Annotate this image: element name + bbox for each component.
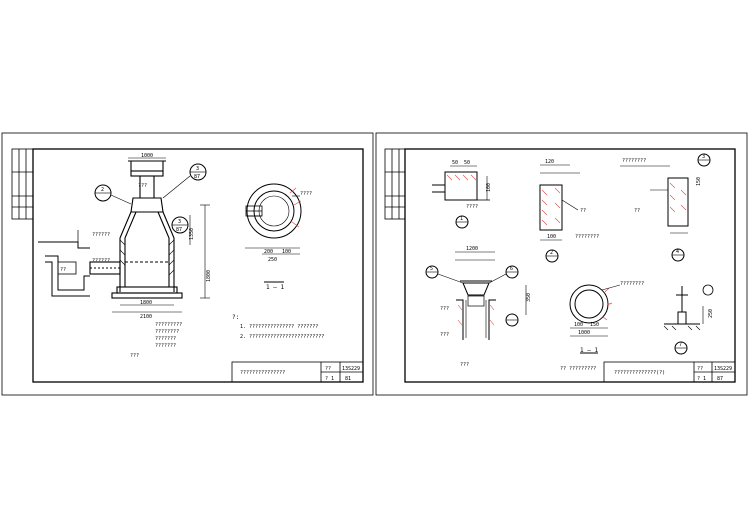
tag-label: ???????? <box>622 158 646 164</box>
title-block-cell: 81 <box>345 376 351 382</box>
inlet-trench <box>38 230 90 297</box>
detail-3 <box>620 153 711 262</box>
tag-label: ???? <box>300 191 312 197</box>
manhole-elevation-small <box>425 251 527 340</box>
title-block-title: ??????????????(?) <box>614 370 665 376</box>
callout-number: 2 <box>550 250 553 256</box>
sheet-right-frame <box>404 148 736 383</box>
dim-label: 100 <box>547 234 556 240</box>
callout-number: 7 <box>679 342 682 348</box>
tag-label: ??????? <box>155 336 176 342</box>
plan-label: ??? <box>130 353 139 359</box>
callout-number: 2 <box>101 187 104 193</box>
title-block-right <box>603 361 736 383</box>
callout-number: 6 <box>510 266 513 272</box>
tag-label: ???? <box>466 204 478 210</box>
section-1-1-left <box>245 183 302 283</box>
right-note: ?? ????????? <box>560 366 596 372</box>
dim-label: 100 <box>574 322 583 328</box>
dim-mid-width: 1350 <box>189 228 195 240</box>
notes-title: ?: <box>232 314 239 321</box>
tag-label: ???????? <box>575 234 599 240</box>
callout-number: 5 <box>430 266 433 272</box>
callout-bubbles-left <box>94 163 207 234</box>
callout-sub: 87 <box>176 227 182 233</box>
callout-sub: 87 <box>194 174 200 180</box>
note-line: 2. ????????????????????????? <box>240 334 324 340</box>
dim-label: 250 <box>708 309 714 318</box>
section-dim: 200 <box>264 249 273 255</box>
title-block-cell: ?? <box>325 366 331 372</box>
sheet-right-outer <box>375 132 748 396</box>
dimension-lines-left <box>112 157 210 313</box>
tag-label: ???????? <box>155 329 179 335</box>
tag-label: ????????? <box>155 322 182 328</box>
callout-number: 1 <box>460 216 463 222</box>
tag-label: ??? <box>440 332 449 338</box>
tag-label: ??? <box>138 183 147 189</box>
dim-right-height: 1800 <box>206 270 212 282</box>
detail-anchor <box>663 284 714 355</box>
tag-label: ???????? <box>620 281 644 287</box>
detail-1 <box>432 165 490 229</box>
sheet-left-outer <box>1 132 374 396</box>
dim-label: 1200 <box>466 246 478 252</box>
sheet-right: 50 50 100 120 100 150 1200 350 100 150 1… <box>375 132 748 396</box>
note-line: 1. ??????????????? ??????? <box>240 324 318 330</box>
tag-label: ??? <box>440 306 449 312</box>
title-block-cell: ?? <box>697 366 703 372</box>
dim-label: 1000 <box>578 330 590 336</box>
callout-bubble <box>702 284 714 296</box>
section-label: 1 — 1 <box>580 347 598 354</box>
dim-top-width: 1000 <box>141 153 153 159</box>
tag-label: ??????? <box>155 343 176 349</box>
section-dim: 250 <box>268 257 277 263</box>
tag-label: ?????? <box>92 258 110 264</box>
section-1-1-right <box>569 284 621 354</box>
title-block-cell: ? 1 <box>325 376 334 382</box>
detail-2 <box>539 164 580 263</box>
sheet-right-binding-strip <box>384 148 406 220</box>
dim-label: 150 <box>590 322 599 328</box>
dim-overall-width: 2100 <box>140 314 152 320</box>
title-block-cell: 87 <box>717 376 723 382</box>
callout-number: 3 <box>196 166 199 172</box>
dim-bottom-width: 1800 <box>140 300 152 306</box>
tag-label: ?? <box>634 208 640 214</box>
callout-number: 3 <box>178 219 181 225</box>
manhole-elevation <box>89 160 183 299</box>
sheet-left-binding-strip <box>11 148 34 220</box>
dim-label: 150 <box>696 177 702 186</box>
callout-number: 3 <box>702 154 705 160</box>
tag-label: ?????? <box>92 232 110 238</box>
dim-label: 120 <box>545 159 554 165</box>
dim-label: 100 <box>486 183 492 192</box>
plan-label: ??? <box>460 362 469 368</box>
title-block-code: 13S229 <box>714 366 732 372</box>
title-block-cell: ? 1 <box>697 376 706 382</box>
title-block-left <box>231 361 364 383</box>
sheet-left: 1000 1800 2100 1800 1350 2 3 87 3 87 ???… <box>1 132 374 396</box>
section-dim: 100 <box>282 249 291 255</box>
dim-label: 350 <box>526 293 532 302</box>
callout-number: 4 <box>676 249 679 255</box>
title-block-title: ??????????????? <box>240 370 285 376</box>
tag-label: ?? <box>580 208 586 214</box>
sheet-left-frame <box>32 148 364 383</box>
tag-label: ?? <box>60 267 66 273</box>
dim-label: 50 <box>452 160 458 166</box>
title-block-code: 13S229 <box>342 366 360 372</box>
section-label: 1 — 1 <box>266 284 284 291</box>
dim-label: 50 <box>464 160 470 166</box>
